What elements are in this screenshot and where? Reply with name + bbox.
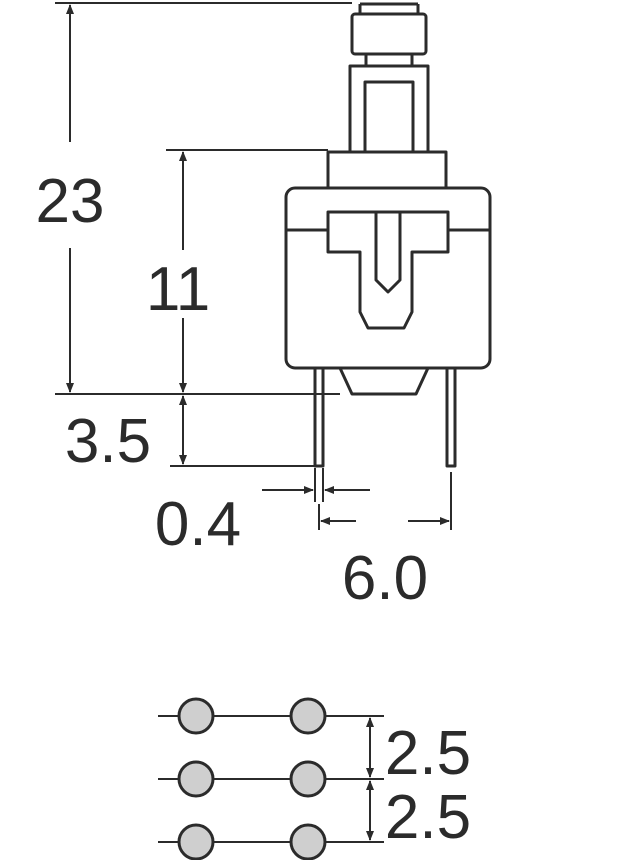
pcb-hole [177, 697, 215, 735]
collar [326, 150, 448, 190]
pcb-holes [177, 697, 327, 860]
pin-length-label: 3.5 [65, 407, 151, 476]
dimension-lines [55, 2, 452, 530]
bottom-boss [338, 367, 430, 396]
overall-height-label: 23 [36, 167, 105, 236]
pin-width-label: 0.4 [155, 490, 241, 559]
pcb-hole [177, 760, 215, 798]
plunger-window [363, 80, 415, 154]
pin-spacing-label: 6.0 [342, 544, 428, 613]
latch-slot [374, 212, 402, 294]
actuator-cap [350, 12, 428, 56]
pcb-hole [289, 823, 327, 860]
pcb-hole [177, 823, 215, 860]
left-pin [313, 366, 325, 468]
row-pitch-label-1: 2.5 [385, 719, 471, 788]
pcb-hole [289, 697, 327, 735]
right-pin [445, 366, 457, 468]
housing [284, 186, 492, 370]
switch-outline [284, 2, 492, 468]
plunger-stem [348, 64, 430, 154]
body-height-label: 11 [146, 255, 210, 324]
row-pitch-label-2: 2.5 [385, 783, 471, 852]
pcb-hole [289, 760, 327, 798]
latch-mechanism [326, 210, 450, 330]
